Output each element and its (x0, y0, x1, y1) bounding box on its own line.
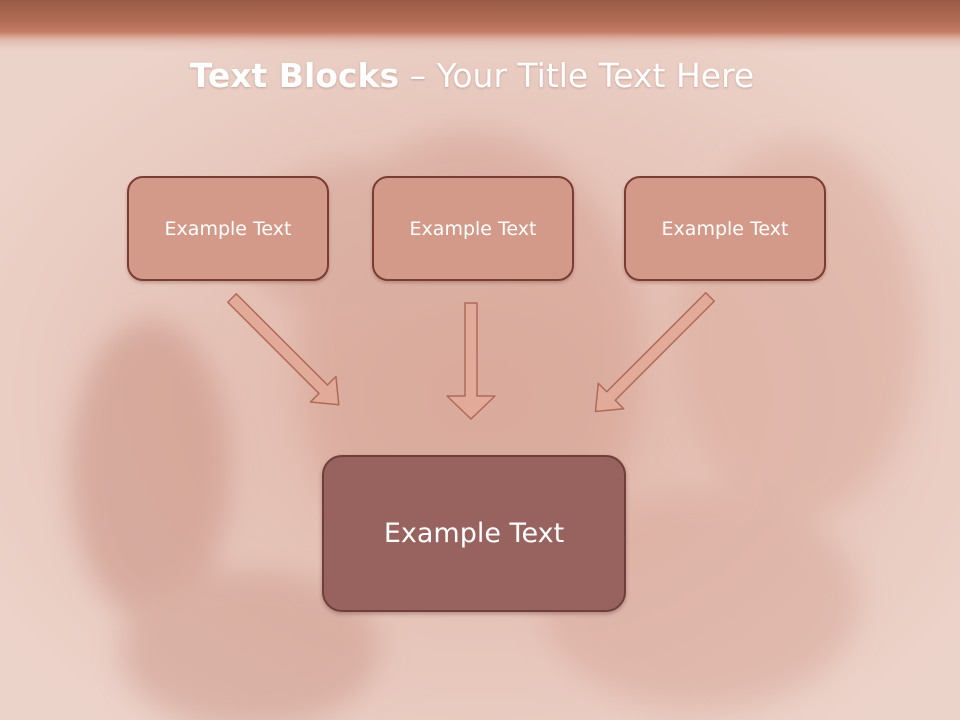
title-rest: Your Title Text Here (436, 56, 755, 95)
page-title: Text Blocks – Your Title Text Here (0, 52, 944, 100)
text-block-center[interactable]: Example Text (372, 176, 574, 281)
title-bold: Text Blocks (189, 56, 400, 95)
text-block-left[interactable]: Example Text (127, 176, 329, 281)
text-block-right[interactable]: Example Text (624, 176, 826, 281)
title-dash: – (399, 56, 437, 95)
text-block-center-label: Example Text (409, 217, 537, 240)
text-block-main[interactable]: Example Text (322, 455, 626, 612)
text-block-left-label: Example Text (164, 217, 292, 240)
text-block-right-label: Example Text (661, 217, 789, 240)
text-block-main-label: Example Text (383, 518, 565, 549)
